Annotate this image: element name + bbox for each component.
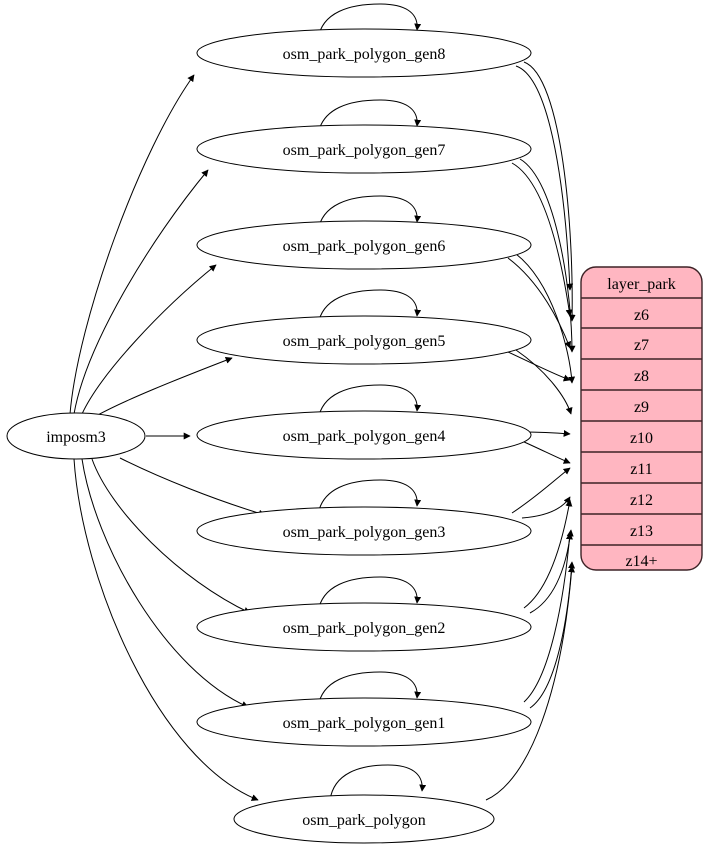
edge-gen6-z9 — [515, 253, 576, 384]
table-row[interactable]: z14+ — [625, 553, 657, 570]
edge-imposm3-base — [73, 458, 259, 801]
self-loop-gen7 — [317, 99, 422, 136]
node-gen6-label: osm_park_polygon_gen6 — [283, 238, 446, 255]
table-row[interactable]: z12 — [581, 492, 702, 515]
node-gen3[interactable]: osm_park_polygon_gen3 — [196, 506, 532, 556]
self-loop-gen2 — [317, 576, 422, 613]
self-loop-gen4 — [317, 384, 422, 421]
node-gen3-label: osm_park_polygon_gen3 — [283, 524, 446, 541]
edge-imposm3-gen2 — [91, 458, 251, 614]
self-loop-gen1 — [317, 671, 422, 708]
table-body — [580, 266, 703, 571]
edge-imposm3-gen7 — [73, 169, 209, 415]
node-base-label: osm_park_polygon — [302, 812, 426, 829]
table-cell-z12: z12 — [630, 492, 653, 509]
self-loop-gen3 — [317, 479, 422, 516]
node-imposm3-label: imposm3 — [46, 429, 106, 446]
edges-imposm3-to-nodes — [69, 74, 266, 801]
node-gen7-label: osm_park_polygon_gen7 — [283, 142, 446, 159]
node-gen1-label: osm_park_polygon_gen1 — [283, 715, 446, 732]
table-header-label: layer_park — [607, 276, 675, 293]
node-gen4-label: osm_park_polygon_gen4 — [283, 428, 446, 445]
edge-imposm3-gen3 — [119, 457, 266, 517]
node-gen4[interactable]: osm_park_polygon_gen4 — [196, 410, 532, 460]
table-cell-z14plus: z14+ — [625, 553, 657, 570]
node-gen8[interactable]: osm_park_polygon_gen8 — [196, 28, 532, 78]
table-row[interactable]: z7 — [581, 337, 702, 360]
self-loop-gen8 — [317, 3, 422, 40]
node-imposm3[interactable]: imposm3 — [6, 412, 146, 460]
node-gen2[interactable]: osm_park_polygon_gen2 — [196, 602, 532, 652]
node-gen7[interactable]: osm_park_polygon_gen7 — [196, 124, 532, 174]
table-row[interactable]: z9 — [581, 399, 702, 422]
edge-gen3-z12 — [521, 496, 571, 519]
table-row[interactable]: z8 — [581, 368, 702, 391]
edge-gen7-z7 — [511, 162, 573, 317]
node-gen5-label: osm_park_polygon_gen5 — [283, 333, 446, 350]
self-loop-gen5 — [317, 289, 422, 326]
edge-gen2-z12 — [523, 499, 573, 609]
edge-gen1-z13 — [523, 532, 573, 703]
node-gen1[interactable]: osm_park_polygon_gen1 — [196, 697, 532, 747]
edge-gen3-z11 — [511, 467, 571, 514]
table-row[interactable]: z10 — [581, 430, 702, 453]
edge-imposm3-gen6 — [81, 264, 217, 415]
edge-gen8-z6 — [515, 65, 574, 291]
node-base[interactable]: osm_park_polygon — [233, 794, 495, 844]
table-header: layer_park — [581, 276, 702, 299]
table-cell-z6: z6 — [634, 307, 649, 324]
edge-imposm3-gen8 — [69, 74, 195, 415]
edge-gen5-z10 — [515, 349, 573, 415]
edge-base-z14 — [485, 565, 575, 801]
node-gen8-label: osm_park_polygon_gen8 — [283, 46, 446, 63]
self-loops — [317, 3, 427, 801]
edge-imposm3-gen1 — [81, 458, 249, 708]
edges-nodes-to-table — [485, 61, 576, 801]
node-gen6[interactable]: osm_park_polygon_gen6 — [196, 220, 532, 270]
table-cell-z7: z7 — [634, 337, 649, 354]
edge-gen8-z7 — [523, 61, 576, 322]
edge-gen6-z8 — [507, 257, 572, 349]
table-row[interactable]: z13 — [581, 523, 702, 546]
edge-gen7-z8 — [519, 158, 576, 353]
table-cell-z8: z8 — [634, 368, 649, 385]
edge-gen4-z11 — [521, 440, 571, 464]
table-cell-z9: z9 — [634, 399, 649, 416]
self-loop-gen6 — [317, 195, 422, 232]
edge-gen5-z9 — [507, 351, 571, 382]
edge-imposm3-gen5 — [95, 357, 233, 417]
table-row[interactable]: z11 — [581, 461, 702, 484]
table-row[interactable]: z6 — [581, 307, 702, 329]
layer-park-table[interactable]: layer_park z6 z7 z8 z9 z10 z11 z1 — [580, 266, 703, 571]
node-gen5[interactable]: osm_park_polygon_gen5 — [196, 315, 532, 365]
node-gen2-label: osm_park_polygon_gen2 — [283, 620, 446, 637]
self-loop-base — [329, 764, 427, 801]
table-cell-z10: z10 — [630, 430, 653, 447]
table-cell-z13: z13 — [630, 523, 653, 540]
table-cell-z11: z11 — [630, 461, 653, 478]
